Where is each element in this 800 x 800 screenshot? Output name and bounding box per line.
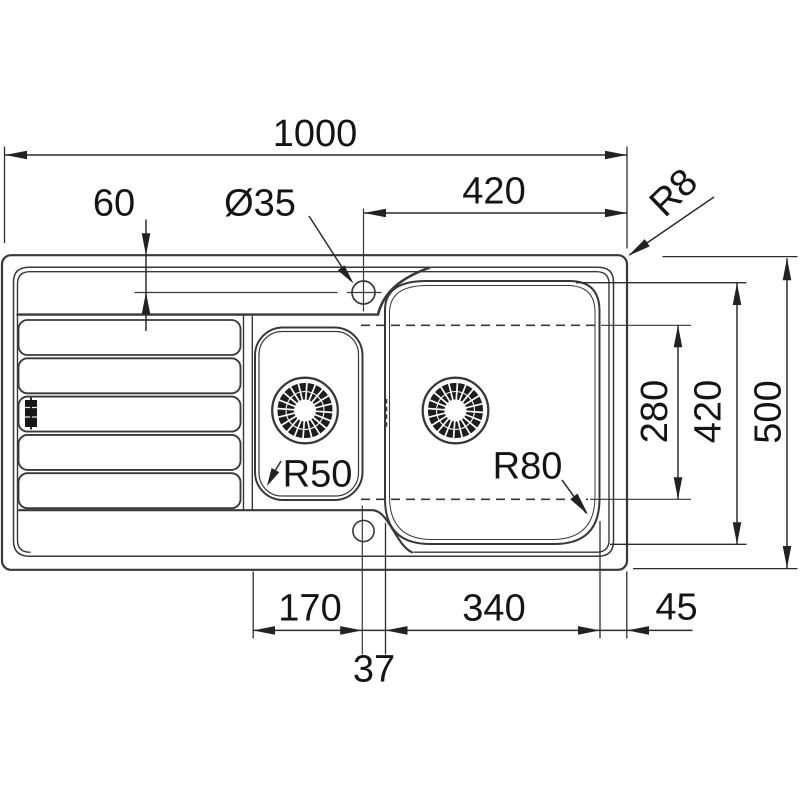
svg-text:60: 60: [93, 183, 135, 225]
svg-text:37: 37: [353, 649, 395, 691]
svg-text:500: 500: [748, 380, 790, 443]
svg-text:280: 280: [634, 380, 676, 443]
svg-text:R50: R50: [283, 454, 353, 496]
svg-text:420: 420: [462, 171, 525, 213]
svg-text:170: 170: [278, 588, 341, 630]
svg-text:R80: R80: [493, 446, 563, 488]
svg-text:1000: 1000: [273, 113, 358, 155]
svg-text:340: 340: [462, 588, 525, 630]
svg-text:45: 45: [655, 587, 697, 629]
svg-text:420: 420: [688, 380, 730, 443]
svg-text:Ø35: Ø35: [224, 183, 296, 225]
